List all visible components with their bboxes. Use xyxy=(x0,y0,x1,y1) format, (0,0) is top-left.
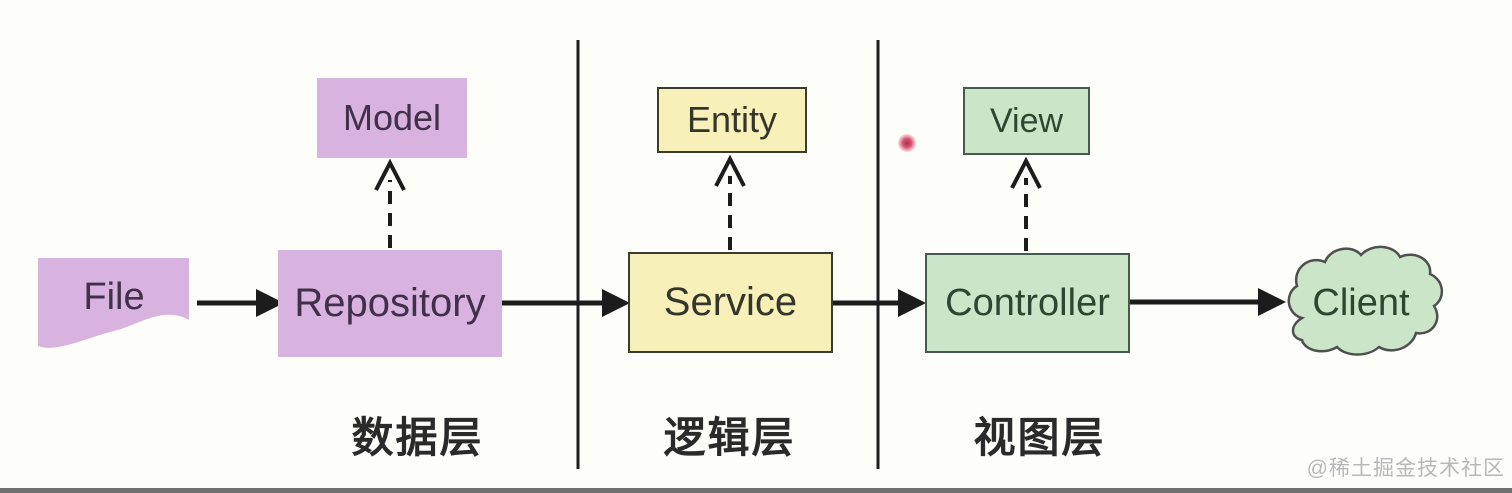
arrow-service-to-controller xyxy=(833,289,926,317)
node-file-label: File xyxy=(83,275,145,318)
layer-label-view: 视图层 xyxy=(973,414,1106,461)
node-file: File xyxy=(38,262,190,332)
node-model: Model xyxy=(317,78,467,158)
arrow-repository-to-service xyxy=(502,289,630,317)
client-cloud-shape xyxy=(1287,245,1443,356)
bottom-edge-bar xyxy=(0,488,1512,493)
laser-pointer-dot xyxy=(898,134,916,152)
node-client-label: Client xyxy=(1312,281,1410,324)
node-controller: Controller xyxy=(925,253,1130,353)
node-service: Service xyxy=(628,252,833,353)
node-client: Client xyxy=(1291,268,1431,338)
solid-arrows xyxy=(197,288,1286,317)
watermark: @稀土掘金技术社区 xyxy=(1306,457,1505,480)
dashed-arrow-controller-to-view xyxy=(1010,156,1042,251)
node-view-label: View xyxy=(989,101,1064,140)
layer-label-logic: 逻辑层 xyxy=(663,414,796,461)
dashed-arrows xyxy=(374,154,1042,251)
node-entity: Entity xyxy=(657,87,807,153)
node-repository: Repository xyxy=(278,250,502,357)
node-repository-label: Repository xyxy=(294,281,486,325)
dashed-arrow-repository-to-model xyxy=(374,158,406,248)
node-service-label: Service xyxy=(663,280,798,324)
layer-label-data: 数据层 xyxy=(351,414,484,461)
file-document-shape xyxy=(38,258,189,348)
node-view: View xyxy=(963,87,1090,155)
dashed-arrow-service-to-entity xyxy=(714,154,746,250)
arrow-controller-to-client xyxy=(1130,288,1286,316)
node-controller-label: Controller xyxy=(945,281,1110,324)
node-entity-label: Entity xyxy=(686,99,778,140)
node-model-label: Model xyxy=(342,97,442,138)
arrow-file-to-repository xyxy=(197,289,284,317)
